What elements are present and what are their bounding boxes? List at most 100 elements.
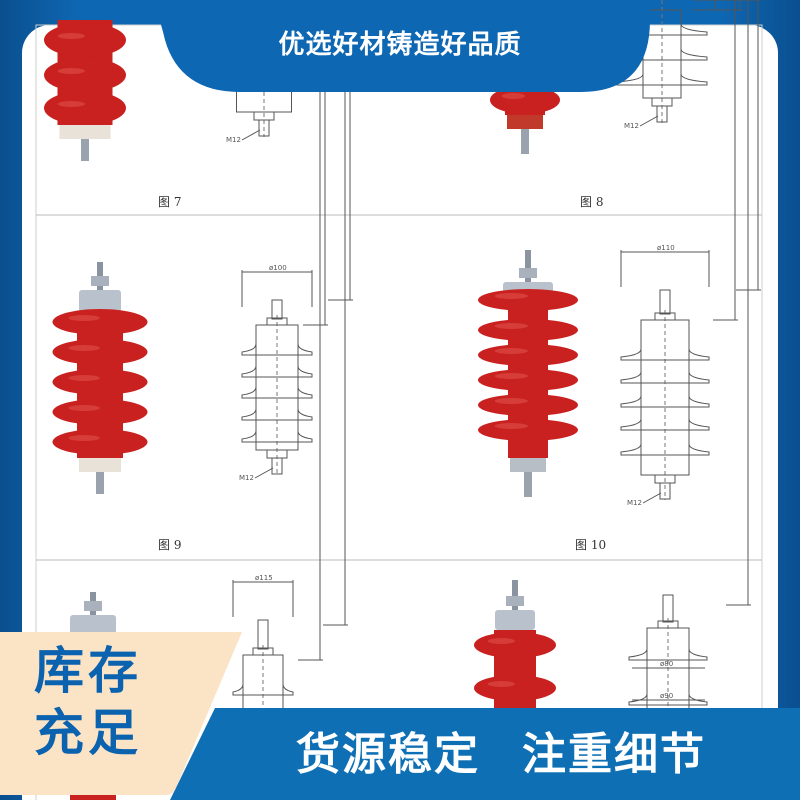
- shed: [478, 319, 578, 341]
- thread-label: M12: [226, 136, 241, 144]
- shed: [52, 369, 148, 395]
- shed: [490, 86, 560, 114]
- base: [79, 458, 121, 472]
- shed-highlight: [494, 398, 528, 404]
- leader-line: [254, 467, 274, 479]
- shed-highlight: [68, 435, 100, 441]
- shed-highlight: [494, 293, 528, 299]
- diameter-label: ø100: [269, 264, 287, 272]
- band-left-text: 货源稳定: [296, 729, 480, 780]
- technical-drawing: [628, 0, 751, 800]
- arrester-photo: [478, 250, 578, 497]
- thread-label: M12: [627, 499, 642, 507]
- leader-line: [642, 492, 662, 504]
- shed-outline: [616, 73, 708, 86]
- arrester-photo: [44, 20, 126, 161]
- shed-outline: [620, 348, 710, 361]
- shed: [44, 23, 126, 57]
- bottom-stud: [81, 139, 89, 161]
- band-right-text: 注重细节: [522, 729, 706, 780]
- bottom-band: [170, 708, 800, 800]
- shed-outline: [241, 430, 313, 443]
- diameter-label: ø80: [660, 660, 673, 668]
- white-panel: [22, 25, 778, 800]
- shed-highlight: [57, 33, 85, 39]
- shed: [478, 419, 578, 441]
- shed-outline: [241, 343, 313, 356]
- thread-label: M12: [624, 122, 639, 130]
- shed-highlight: [68, 405, 100, 411]
- shed: [478, 369, 578, 391]
- dimension-label: 280: [755, 0, 768, 2]
- shed-highlight: [494, 348, 528, 354]
- top-nut: [506, 596, 524, 606]
- bottom-stud: [521, 129, 529, 154]
- shed: [478, 289, 578, 311]
- shed-highlight: [494, 323, 528, 329]
- shed-outline: [620, 371, 710, 384]
- stock-badge-text: 库存 充足: [34, 640, 142, 764]
- bottom-band-text: 货源稳定注重细节: [296, 718, 748, 782]
- badge-line-1: 库存: [34, 642, 142, 700]
- leader-line: [639, 115, 659, 127]
- shed-outline: [628, 648, 708, 661]
- shed-outline: [620, 395, 710, 408]
- figure-label-8: 图 8: [580, 195, 604, 209]
- shed: [52, 399, 148, 425]
- shed-highlight: [68, 345, 100, 351]
- shed-highlight: [501, 93, 525, 99]
- top-stud: [662, 594, 674, 623]
- dimension-label: 275: [737, 0, 750, 2]
- shed-highlight: [487, 681, 515, 687]
- shed-outline: [241, 365, 313, 378]
- bottom-stud: [524, 472, 532, 497]
- dimension-label: 220: [732, 0, 745, 2]
- shed-highlight: [57, 68, 85, 74]
- shed-outline: [620, 443, 710, 456]
- figure-label-7: 图 7: [158, 195, 182, 209]
- shed: [52, 429, 148, 455]
- diameter-label: ø115: [255, 574, 273, 582]
- arrester-photo: [52, 262, 148, 494]
- thread-label: M12: [239, 474, 254, 482]
- shed-outline: [241, 408, 313, 421]
- title-banner: [150, 0, 650, 92]
- base: [507, 115, 543, 129]
- top-stud: [271, 299, 283, 320]
- bottom-stud: [271, 457, 283, 475]
- shed: [474, 632, 556, 658]
- base: [59, 125, 111, 139]
- shed-outline: [241, 386, 313, 399]
- metal-cap: [79, 290, 121, 312]
- shed-highlight: [68, 315, 100, 321]
- stock-badge: [0, 632, 242, 795]
- shed: [474, 675, 556, 701]
- top-stud: [257, 619, 269, 650]
- shed-highlight: [487, 638, 515, 644]
- shed: [52, 309, 148, 335]
- shed-outline: [628, 693, 708, 706]
- shed: [478, 344, 578, 366]
- shed-outline: [620, 418, 710, 431]
- header-title: 优选好材铸造好品质: [278, 30, 522, 60]
- technical-drawing: M12 ø110 220 280: [620, 0, 768, 507]
- shed-highlight: [494, 423, 528, 429]
- shed-highlight: [494, 373, 528, 379]
- shed: [52, 339, 148, 365]
- shed-highlight: [68, 375, 100, 381]
- bottom-stud: [258, 119, 270, 137]
- dimension-label: 190: [712, 0, 725, 2]
- leader-line: [241, 129, 261, 141]
- bottom-stud: [659, 482, 671, 500]
- top-stud: [659, 289, 671, 315]
- bottom-stud: [656, 105, 668, 123]
- base: [510, 458, 546, 472]
- diameter-label: ø90: [660, 692, 673, 700]
- figure-label-9: 图 9: [158, 538, 182, 552]
- top-nut: [519, 268, 537, 278]
- shed: [478, 394, 578, 416]
- figure-label-10: 图 10: [575, 538, 607, 552]
- diameter-label: ø110: [657, 244, 675, 252]
- shed-highlight: [57, 101, 85, 107]
